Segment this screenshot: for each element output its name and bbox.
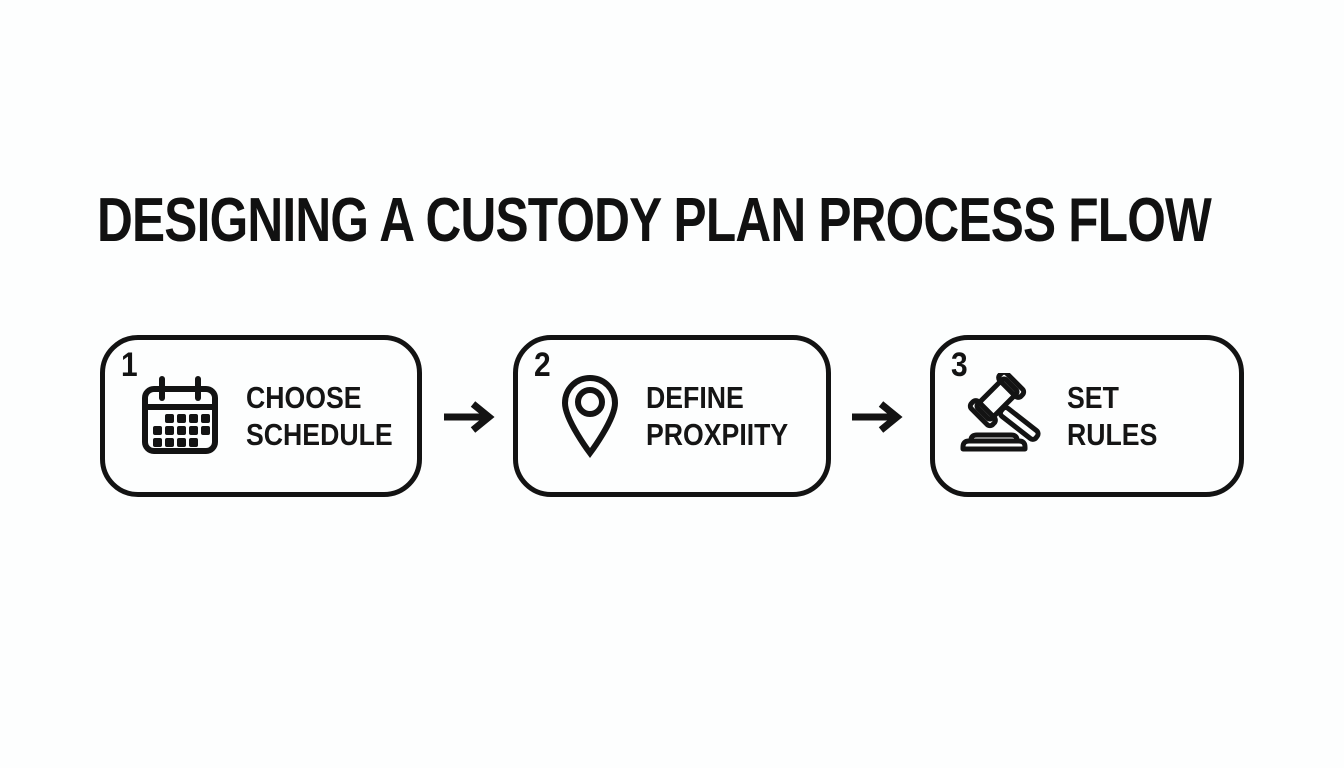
step-label-line2: RULES (1067, 417, 1158, 452)
step-number: 2 (534, 346, 551, 384)
step-number: 3 (951, 346, 968, 384)
step-label-line2: PROXPIITY (646, 417, 789, 452)
step-box-choose-schedule: 1 CHOOSE SCHEDULE (100, 335, 422, 497)
step-label-line2: SCHEDULE (246, 417, 393, 452)
step-label-line1: CHOOSE (246, 380, 362, 415)
arrow-right-icon (442, 396, 496, 438)
step-label-line1: SET (1067, 380, 1119, 415)
step-label: SET RULES (1067, 379, 1157, 453)
step-label: DEFINE PROXPIITY (646, 379, 788, 453)
page-title: DESIGNING A CUSTODY PLAN PROCESS FLOW (97, 186, 1212, 255)
step-label-line1: DEFINE (646, 380, 744, 415)
step-box-set-rules: 3 SET RULES (930, 335, 1244, 497)
arrow-right-icon (850, 396, 904, 438)
calendar-icon (138, 374, 222, 458)
step-label: CHOOSE SCHEDULE (246, 379, 393, 453)
step-box-define-proximity: 2 DEFINE PROXPIITY (513, 335, 831, 497)
step-number: 1 (121, 346, 138, 384)
map-pin-icon (558, 373, 622, 459)
gavel-icon (959, 373, 1051, 459)
